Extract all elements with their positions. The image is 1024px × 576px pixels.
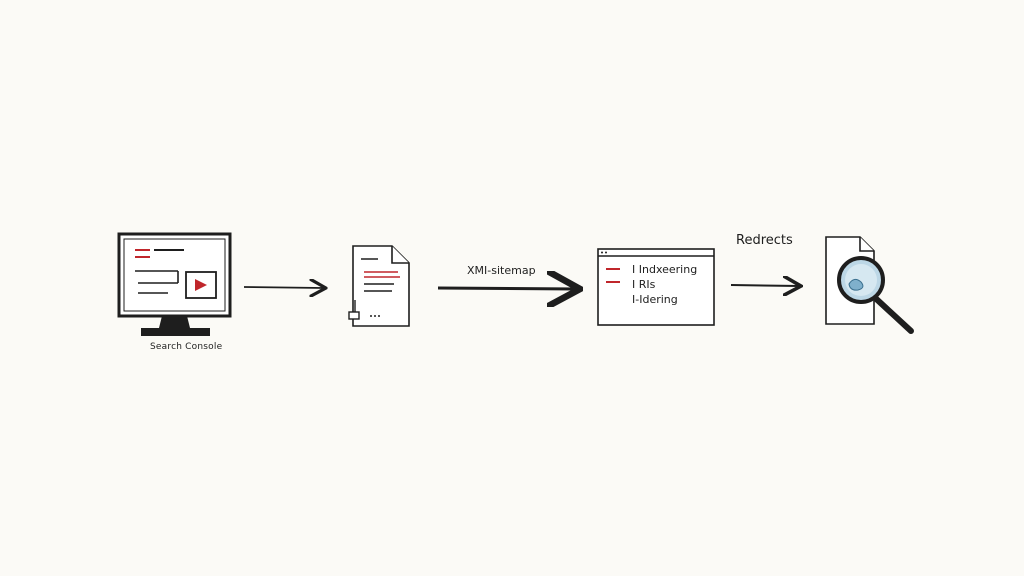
panel-line-urls: I RIs: [632, 278, 656, 291]
monitor-icon: [117, 232, 232, 336]
sitemap-arrow-label: XMI-sitemap: [467, 264, 536, 277]
panel-line-indexing: I Indxeering: [632, 263, 698, 276]
monitor-caption: Search Console: [150, 342, 223, 352]
panel-line-ordering: I-Idering: [632, 293, 678, 306]
redirects-arrow-label: Redrects: [736, 233, 793, 248]
arrow-monitor-to-document: [243, 287, 324, 288]
arrow-panel-to-magnifier: [730, 285, 799, 286]
browser-window-icon: [597, 248, 715, 326]
magnifier-document-icon: [825, 236, 914, 334]
arrow-document-to-panel: [437, 288, 577, 289]
document-icon: [348, 245, 410, 327]
